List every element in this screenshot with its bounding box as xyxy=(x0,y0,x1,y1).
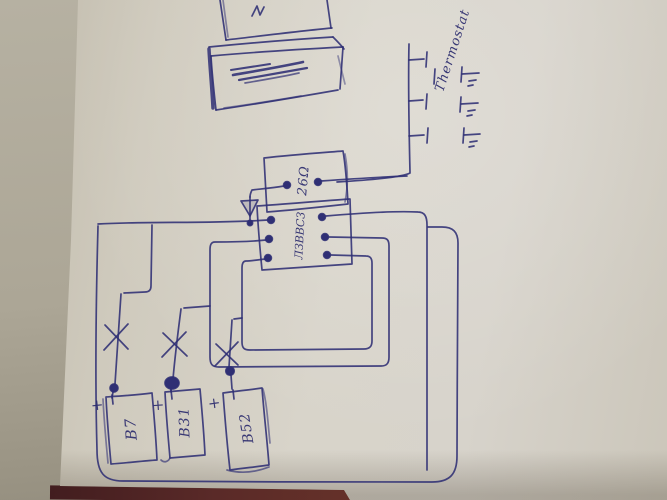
wires xyxy=(95,210,459,483)
relay-pin xyxy=(282,180,292,190)
relay-pin xyxy=(322,250,332,260)
thermostat-contacts xyxy=(336,43,481,183)
inner-loop xyxy=(241,254,373,351)
junction-blob xyxy=(164,376,180,390)
junction-dot xyxy=(224,365,236,377)
middle-loop xyxy=(209,236,390,368)
scribble-mark xyxy=(251,5,265,17)
battery-box-b52 xyxy=(222,387,270,471)
battery-box-b7 xyxy=(105,392,158,465)
battery-box-b31 xyxy=(164,388,206,459)
relay-pin xyxy=(320,232,330,242)
fuse-icons xyxy=(103,224,243,399)
relay-large xyxy=(256,198,353,271)
junction-dot xyxy=(109,383,119,393)
relay-pin xyxy=(317,212,327,222)
fuse-x-icon xyxy=(214,341,239,367)
device-sketch xyxy=(207,0,346,111)
relay-small xyxy=(249,150,408,213)
fuse-x-icon xyxy=(103,323,129,351)
outer-loop xyxy=(95,225,459,483)
fuse-x-icon xyxy=(161,331,187,358)
relay-pin xyxy=(313,177,323,187)
relay-pin xyxy=(264,234,274,244)
label-tick xyxy=(433,68,436,85)
relay-pin xyxy=(263,253,273,263)
wire-top xyxy=(97,219,269,225)
battery-boxes xyxy=(102,387,271,473)
thermostat-bus xyxy=(407,43,411,173)
